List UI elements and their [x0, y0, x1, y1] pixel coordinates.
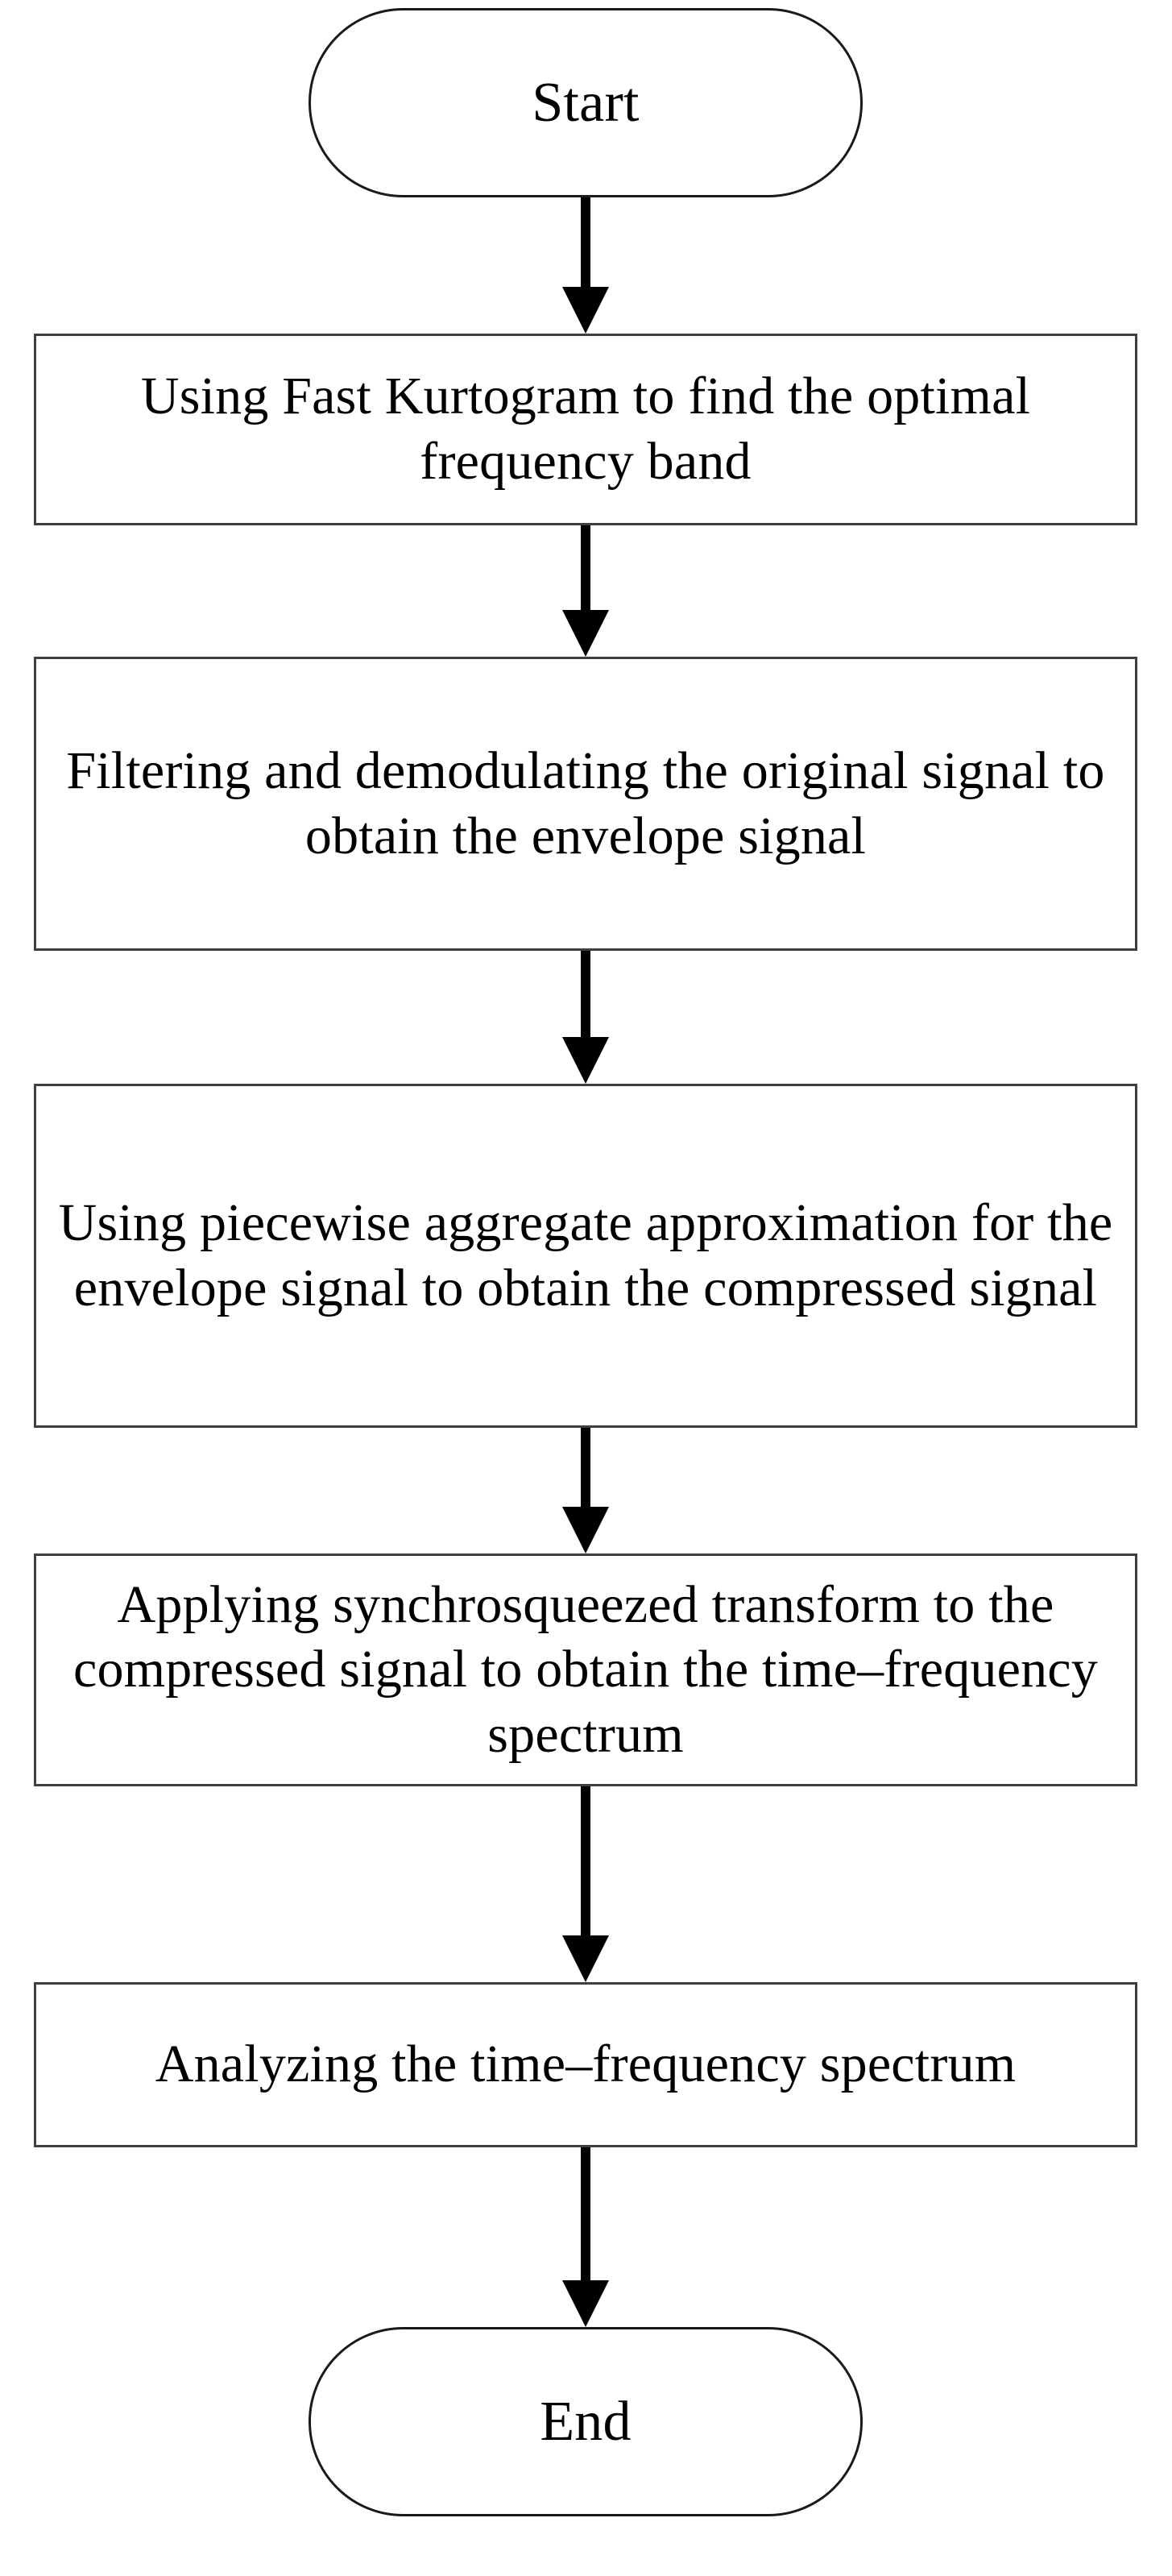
- node-step1-label: Using Fast Kurtogram to find the optimal…: [140, 367, 1031, 491]
- arrowhead-down-icon: [562, 2280, 609, 2327]
- edge-shaft: [581, 197, 590, 287]
- node-start-label: Start: [532, 72, 640, 134]
- edge-shaft: [581, 951, 590, 1037]
- edge-shaft: [581, 1786, 590, 1935]
- arrowhead-down-icon: [562, 610, 609, 657]
- node-step5-label: Analyzing the time–frequency spectrum: [155, 2035, 1017, 2094]
- node-step3[interactable]: Using piecewise aggregate approximation …: [34, 1084, 1137, 1428]
- arrowhead-down-icon: [562, 1507, 609, 1553]
- node-step4-label: Applying synchrosqueezed transform to th…: [73, 1574, 1098, 1764]
- node-end-label: End: [540, 2391, 632, 2453]
- arrowhead-down-icon: [562, 1037, 609, 1084]
- arrowhead-down-icon: [562, 1935, 609, 1982]
- node-step5[interactable]: Analyzing the time–frequency spectrum: [34, 1982, 1137, 2147]
- node-step1[interactable]: Using Fast Kurtogram to find the optimal…: [34, 334, 1137, 525]
- edge-shaft: [581, 525, 590, 610]
- node-step3-label: Using piecewise aggregate approximation …: [58, 1193, 1113, 1317]
- node-start[interactable]: Start: [309, 8, 863, 197]
- edge-shaft: [581, 1428, 590, 1507]
- edge-shaft: [581, 2147, 590, 2280]
- node-step2-label: Filtering and demodulating the original …: [66, 740, 1105, 865]
- arrowhead-down-icon: [562, 287, 609, 334]
- node-step4[interactable]: Applying synchrosqueezed transform to th…: [34, 1553, 1137, 1786]
- node-end[interactable]: End: [309, 2327, 863, 2516]
- node-step2[interactable]: Filtering and demodulating the original …: [34, 657, 1137, 951]
